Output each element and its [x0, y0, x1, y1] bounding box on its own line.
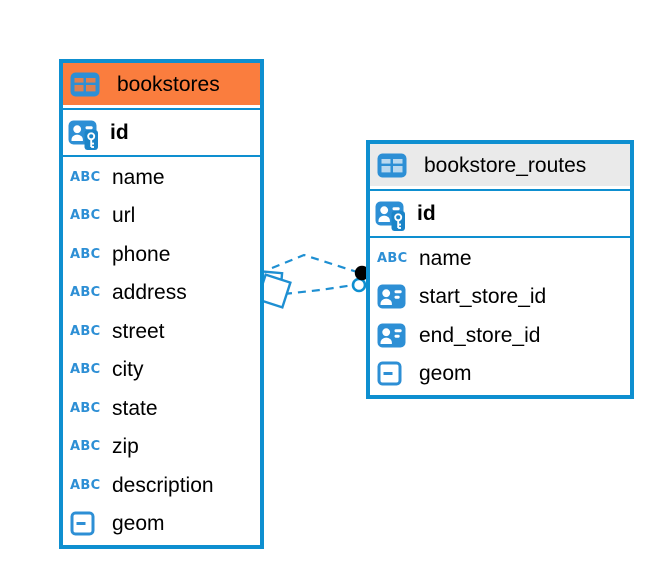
- table-title: bookstores: [117, 72, 220, 96]
- column-name: name: [112, 165, 165, 189]
- column-name: geom: [419, 362, 472, 386]
- text-type-icon: ABC: [70, 439, 101, 455]
- text-icon-slot: ABC: [70, 286, 104, 299]
- column-name: url: [112, 204, 136, 228]
- column-name: name: [419, 246, 472, 270]
- column-row-zip[interactable]: ABC zip: [63, 428, 260, 467]
- reference-card-icon: [377, 284, 406, 309]
- column-name: end_store_id: [419, 323, 541, 347]
- text-icon-slot: ABC: [70, 402, 104, 415]
- column-name: address: [112, 281, 187, 305]
- text-icon-slot: ABC: [70, 440, 104, 453]
- text-type-icon: ABC: [70, 285, 101, 301]
- text-icon-slot: ABC: [70, 209, 104, 222]
- column-name: zip: [112, 435, 139, 459]
- text-type-icon: ABC: [70, 208, 101, 224]
- text-type-icon: ABC: [70, 323, 101, 339]
- text-type-icon: ABC: [70, 169, 101, 185]
- text-type-icon: ABC: [70, 477, 101, 493]
- column-row-end_store_id[interactable]: end_store_id: [370, 316, 630, 355]
- column-row-url[interactable]: ABC url: [63, 197, 260, 236]
- text-type-icon: ABC: [70, 246, 101, 262]
- primary-key-name: id: [417, 202, 436, 225]
- geometry-icon-slot: [70, 511, 104, 536]
- column-name: city: [112, 358, 144, 382]
- pk-divider: [63, 155, 260, 157]
- key-badge-icon: [68, 120, 98, 150]
- primary-key-row[interactable]: id: [63, 110, 260, 155]
- primary-key-name: id: [110, 121, 129, 144]
- primary-key-row[interactable]: id: [370, 191, 630, 236]
- column-row-city[interactable]: ABC city: [63, 351, 260, 390]
- column-row-street[interactable]: ABC street: [63, 312, 260, 351]
- reference-icon-slot: [377, 323, 411, 348]
- text-icon-slot: ABC: [377, 252, 411, 265]
- table-icon: [377, 153, 415, 178]
- text-type-icon: ABC: [377, 250, 408, 266]
- text-icon-slot: ABC: [70, 325, 104, 338]
- column-row-geom[interactable]: geom: [370, 355, 630, 394]
- column-name: geom: [112, 512, 165, 536]
- table-header-bookstores[interactable]: bookstores: [63, 63, 260, 105]
- header-divider: [63, 108, 260, 110]
- geometry-icon-slot: [377, 361, 411, 386]
- column-name: start_store_id: [419, 285, 547, 309]
- relationship-line-1[interactable]: [271, 253, 358, 274]
- column-row-name[interactable]: ABC name: [63, 158, 260, 197]
- primary-key-icon: [68, 115, 102, 151]
- geometry-type-icon: [70, 511, 95, 536]
- column-row-phone[interactable]: ABC phone: [63, 235, 260, 274]
- relationship-line-2[interactable]: [283, 283, 355, 296]
- column-row-geom[interactable]: geom: [63, 505, 260, 544]
- column-row-description[interactable]: ABC description: [63, 466, 260, 505]
- column-name: description: [112, 473, 214, 497]
- column-name: street: [112, 319, 165, 343]
- table-icon: [70, 72, 108, 97]
- header-divider: [370, 189, 630, 191]
- text-icon-slot: ABC: [70, 363, 104, 376]
- text-icon-slot: ABC: [70, 171, 104, 184]
- er-table-bookstore-routes[interactable]: bookstore_routes id ABC name start_store_…: [366, 140, 634, 399]
- column-name: state: [112, 396, 158, 420]
- pk-divider: [370, 236, 630, 238]
- header-gap: [63, 105, 260, 108]
- endpoint-ring-icon: [351, 277, 367, 293]
- primary-key-icon: [375, 196, 409, 232]
- table-grid-icon: [377, 153, 407, 177]
- column-row-start_store_id[interactable]: start_store_id: [370, 278, 630, 317]
- key-badge-icon: [375, 201, 405, 231]
- text-type-icon: ABC: [70, 400, 101, 416]
- text-type-icon: ABC: [70, 362, 101, 378]
- header-gap: [370, 186, 630, 189]
- text-icon-slot: ABC: [70, 479, 104, 492]
- table-header-bookstore-routes[interactable]: bookstore_routes: [370, 144, 630, 186]
- reference-card-icon: [377, 323, 406, 348]
- table-grid-icon: [70, 72, 100, 96]
- column-row-state[interactable]: ABC state: [63, 389, 260, 428]
- column-list: ABC name start_store_id end_store_id geom: [370, 238, 630, 395]
- table-title: bookstore_routes: [424, 153, 587, 177]
- column-row-address[interactable]: ABC address: [63, 274, 260, 313]
- column-row-name[interactable]: ABC name: [370, 239, 630, 278]
- column-name: phone: [112, 242, 171, 266]
- geometry-type-icon: [377, 361, 402, 386]
- reference-icon-slot: [377, 284, 411, 309]
- text-icon-slot: ABC: [70, 248, 104, 261]
